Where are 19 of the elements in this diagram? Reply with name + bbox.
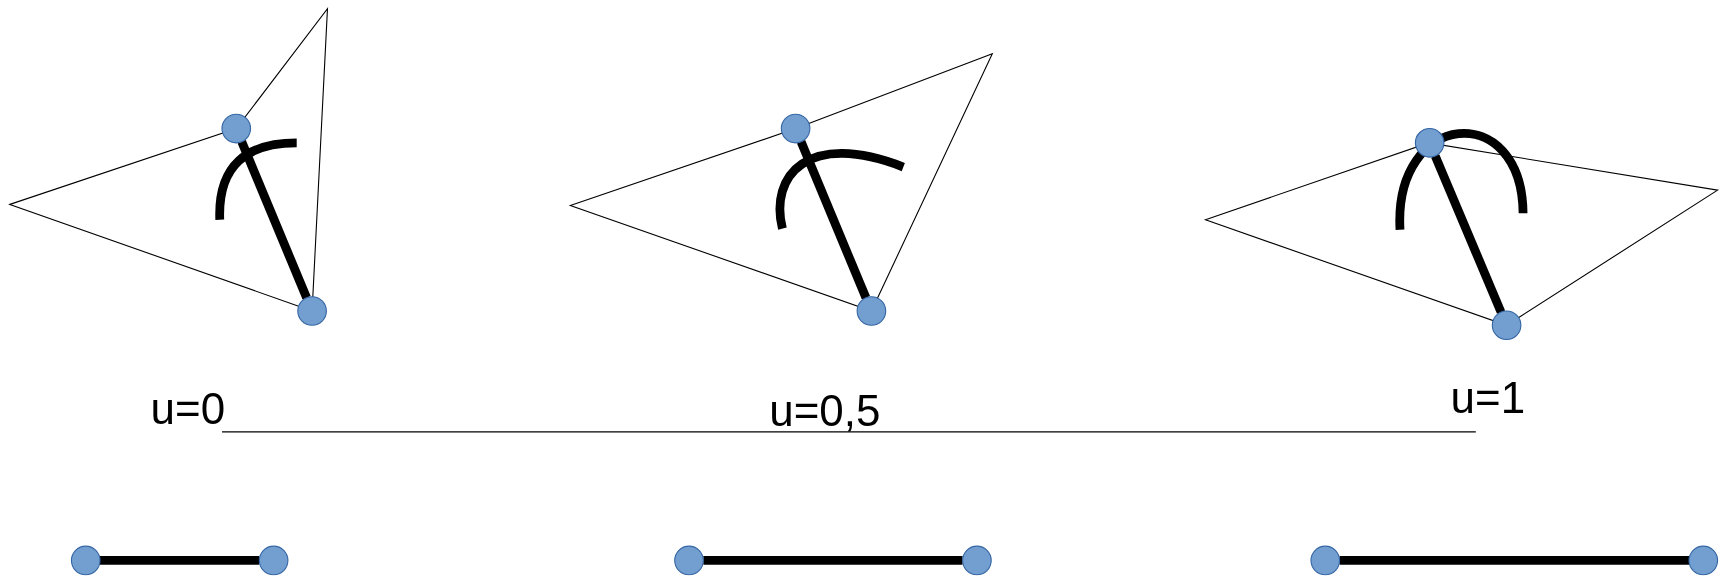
joint-dot [221, 113, 252, 144]
link-bar [1431, 154, 1506, 314]
joint-dot [674, 545, 704, 576]
joint-dot [856, 296, 887, 326]
joint-dot [258, 545, 289, 576]
link-bar [703, 556, 963, 565]
parameter-label: u=0,5 [769, 389, 881, 433]
joint-dot [1414, 128, 1445, 158]
joint-dot [70, 545, 101, 576]
joint-dot [1491, 310, 1522, 341]
link-bar [100, 556, 260, 565]
joint-dot [962, 545, 992, 576]
joint-dot [780, 113, 811, 144]
link-bar [1339, 556, 1689, 565]
joint-dot [297, 296, 327, 326]
joint-dot [1310, 545, 1341, 576]
parameter-label: u=0 [150, 386, 226, 431]
joint-dot [1688, 545, 1719, 576]
parameter-label: u=1 [1450, 375, 1526, 420]
